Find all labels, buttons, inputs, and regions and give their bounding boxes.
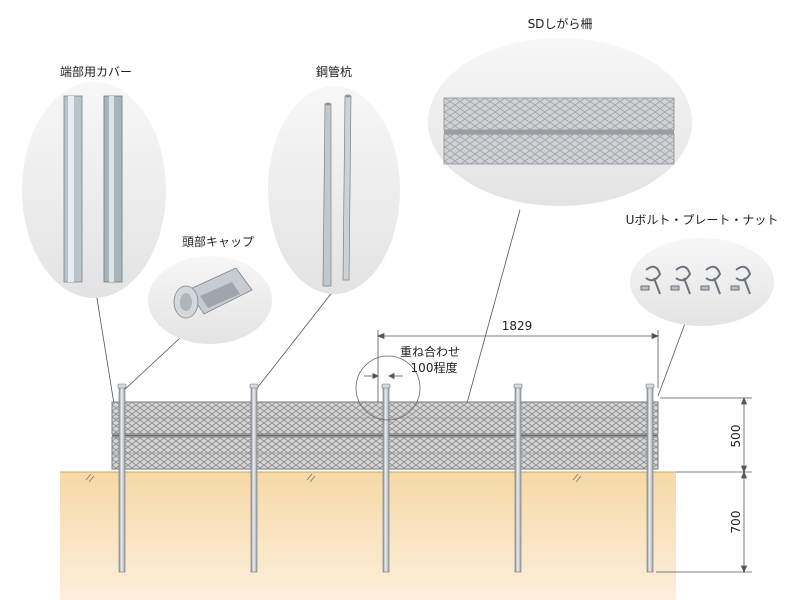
end-cover-label: 端部用カバー bbox=[60, 64, 132, 79]
head-cap-bubble bbox=[148, 256, 272, 344]
below-ground-dimension: 700 bbox=[729, 511, 743, 534]
end-cover-photo bbox=[63, 95, 123, 283]
above-ground-dimension: 500 bbox=[729, 425, 743, 448]
steel-post bbox=[118, 385, 126, 573]
steel-post bbox=[514, 385, 522, 573]
steel-posts bbox=[117, 383, 655, 573]
span-dimension: 1829 bbox=[502, 319, 533, 333]
steel-pipe-photo bbox=[322, 94, 352, 287]
ground-hatch-marks bbox=[85, 473, 582, 483]
steel-pipe-bubble bbox=[268, 86, 400, 294]
sd-fence-label: SDしがら柵 bbox=[528, 16, 593, 31]
steel-post bbox=[250, 385, 258, 573]
end-cover-bubble bbox=[22, 82, 166, 298]
u-bolt-bubble bbox=[630, 238, 774, 326]
sd-fence-photo bbox=[443, 97, 675, 165]
overlap-label-line1: 重ね合わせ bbox=[400, 344, 460, 359]
steel-post bbox=[646, 385, 654, 573]
u-bolt-photo bbox=[640, 265, 752, 295]
head-cap-photo bbox=[173, 267, 253, 319]
steel-pipe-label: 鋼管杭 bbox=[316, 64, 352, 79]
ground bbox=[60, 472, 676, 600]
overlap-label-line2: 100程度 bbox=[411, 360, 458, 375]
u-bolt-label: Uボルト・プレート・ナット bbox=[626, 213, 779, 227]
head-cap-label: 頭部キャップ bbox=[182, 234, 254, 249]
steel-post bbox=[382, 385, 390, 573]
dimension-lines bbox=[364, 330, 752, 574]
sd-fence-bubble bbox=[428, 38, 692, 206]
overlap-circle bbox=[355, 355, 421, 421]
